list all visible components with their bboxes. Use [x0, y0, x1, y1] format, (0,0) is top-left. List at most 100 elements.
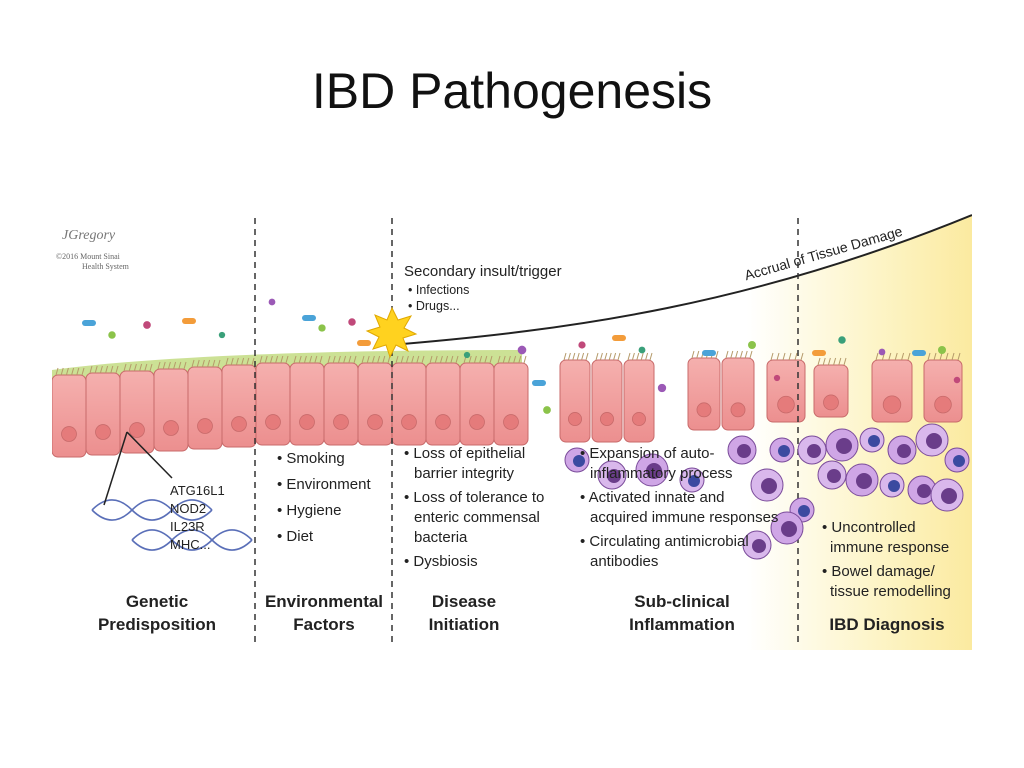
particle-icon: [543, 406, 551, 414]
curve-mask: [390, 210, 972, 345]
epithelial-cell: [52, 367, 87, 458]
trigger-item-drugs: • Drugs...: [408, 299, 460, 313]
stage-subclinical: Sub-clinical Inflammation: [612, 590, 752, 636]
epithelial-cell: [153, 361, 189, 452]
dna-helix-icon: [91, 499, 253, 551]
list-item: • Loss of epithelial: [404, 445, 526, 462]
epithelial-cell: [255, 355, 291, 446]
particle-icon: [748, 341, 756, 349]
epithelial-cell: [425, 355, 461, 446]
list-item: • Circulating antimicrobial: [580, 533, 749, 550]
particle-icon: [108, 331, 116, 339]
stage-line: Sub-clinical: [634, 592, 730, 611]
immune-cell-nucleus-icon: [953, 455, 965, 467]
list-item: • Bowel damage/: [822, 563, 935, 580]
credit-line-1: ©2016 Mount Sinai: [56, 252, 120, 261]
stage-genetic: Genetic Predisposition: [92, 590, 222, 636]
bacteria-group: [82, 298, 961, 414]
diagnosis-list: • Uncontrolled immune response • Bowel d…: [822, 518, 951, 602]
bacterium-icon: [82, 320, 96, 326]
stage-line: IBD Diagnosis: [829, 615, 945, 634]
particle-icon: [318, 324, 326, 332]
immune-cells-group: [564, 423, 970, 560]
epithelial-cell: [221, 357, 257, 448]
epithelial-cell: [721, 350, 755, 431]
gene-item: NOD2: [170, 501, 207, 516]
particle-icon: [773, 374, 781, 382]
slide-title: IBD Pathogenesis: [311, 63, 713, 119]
list-item: • Hygiene: [277, 502, 342, 519]
tissue-damage-curve: [389, 214, 972, 346]
environmental-list: • Smoking • Environment • Hygiene • Diet: [277, 446, 371, 550]
list-item: • Dysbiosis: [404, 553, 478, 570]
epithelial-cell: [323, 355, 359, 446]
stage-line: Factors: [293, 615, 355, 634]
particle-icon: [517, 345, 527, 355]
epithelial-cell: [623, 352, 655, 443]
trigger-item-infections: • Infections: [408, 283, 470, 297]
bacterium-icon: [357, 340, 371, 346]
immune-cell-nucleus-icon: [941, 488, 957, 504]
epithelial-cell: [187, 359, 223, 450]
bacterium-icon: [532, 380, 546, 386]
epithelial-cells: [52, 350, 963, 458]
credit-line-2: Health System: [82, 262, 129, 271]
epithelial-cell: [559, 352, 591, 443]
list-item: acquired immune responses: [590, 509, 779, 526]
epithelial-cell: [289, 355, 325, 446]
particle-icon: [937, 345, 947, 355]
particle-icon: [657, 383, 667, 393]
epithelial-cell: [813, 357, 849, 418]
list-item: tissue remodelling: [830, 583, 951, 600]
gene-item: ATG16L1: [170, 483, 225, 498]
list-item: • Smoking: [277, 450, 345, 467]
stage-line: Inflammation: [629, 615, 735, 634]
artist-signature: JGregory: [62, 228, 116, 243]
immune-cell-nucleus-icon: [646, 463, 662, 479]
epithelial-cell: [687, 350, 721, 431]
immune-cell-nucleus-icon: [798, 505, 810, 517]
list-item: barrier integrity: [414, 465, 515, 482]
gene-item: IL23R: [170, 519, 205, 534]
list-item: • Diet: [277, 528, 314, 545]
subclinical-list: • Expansion of auto- inflammatory proces…: [580, 444, 778, 572]
immune-cell-nucleus-icon: [752, 539, 766, 553]
epithelial-cell: [85, 365, 121, 456]
immune-cell-nucleus-icon: [688, 475, 700, 487]
gene-list: ATG16L1 NOD2 IL23R MHC...: [170, 482, 225, 554]
particle-icon: [143, 321, 151, 329]
immune-cell-nucleus-icon: [573, 455, 585, 467]
epithelial-cell: [391, 355, 427, 446]
epithelial-cell: [923, 352, 963, 423]
immune-cell-nucleus-icon: [926, 433, 942, 449]
immune-cell-nucleus-icon: [868, 435, 880, 447]
immune-cell-nucleus-icon: [737, 444, 751, 458]
list-item: • Environment: [277, 476, 371, 493]
stage-environmental: Environmental Factors: [256, 590, 392, 636]
list-item: immune response: [830, 539, 950, 556]
list-item: inflammatory process: [590, 465, 733, 482]
stage-line: Initiation: [428, 615, 500, 634]
immune-cell-nucleus-icon: [761, 478, 777, 494]
bacterium-icon: [612, 335, 626, 341]
initiation-list: • Loss of epithelial barrier integrity •…: [404, 444, 544, 572]
stage-line: Predisposition: [97, 615, 217, 634]
epithelial-cell: [357, 355, 393, 446]
particle-icon: [838, 336, 846, 344]
stage-line: Environmental: [264, 592, 384, 611]
particle-icon: [878, 348, 886, 356]
ibd-pathogenesis-figure: JGregory ©2016 Mount Sinai Health System…: [52, 210, 972, 650]
list-item: • Activated innate and: [580, 489, 725, 506]
particle-icon: [638, 346, 646, 354]
particle-icon: [218, 331, 226, 339]
bacterium-icon: [182, 318, 196, 324]
bacterium-icon: [302, 315, 316, 321]
immune-cell-nucleus-icon: [856, 473, 872, 489]
list-item: • Uncontrolled: [822, 519, 916, 536]
stage-line: Genetic: [125, 592, 189, 611]
immune-cell-nucleus-icon: [807, 444, 821, 458]
gene-pointer-line: [126, 431, 173, 479]
particle-icon: [463, 351, 471, 359]
immune-cell-nucleus-icon: [897, 444, 911, 458]
list-item: • Expansion of auto-: [580, 445, 715, 462]
